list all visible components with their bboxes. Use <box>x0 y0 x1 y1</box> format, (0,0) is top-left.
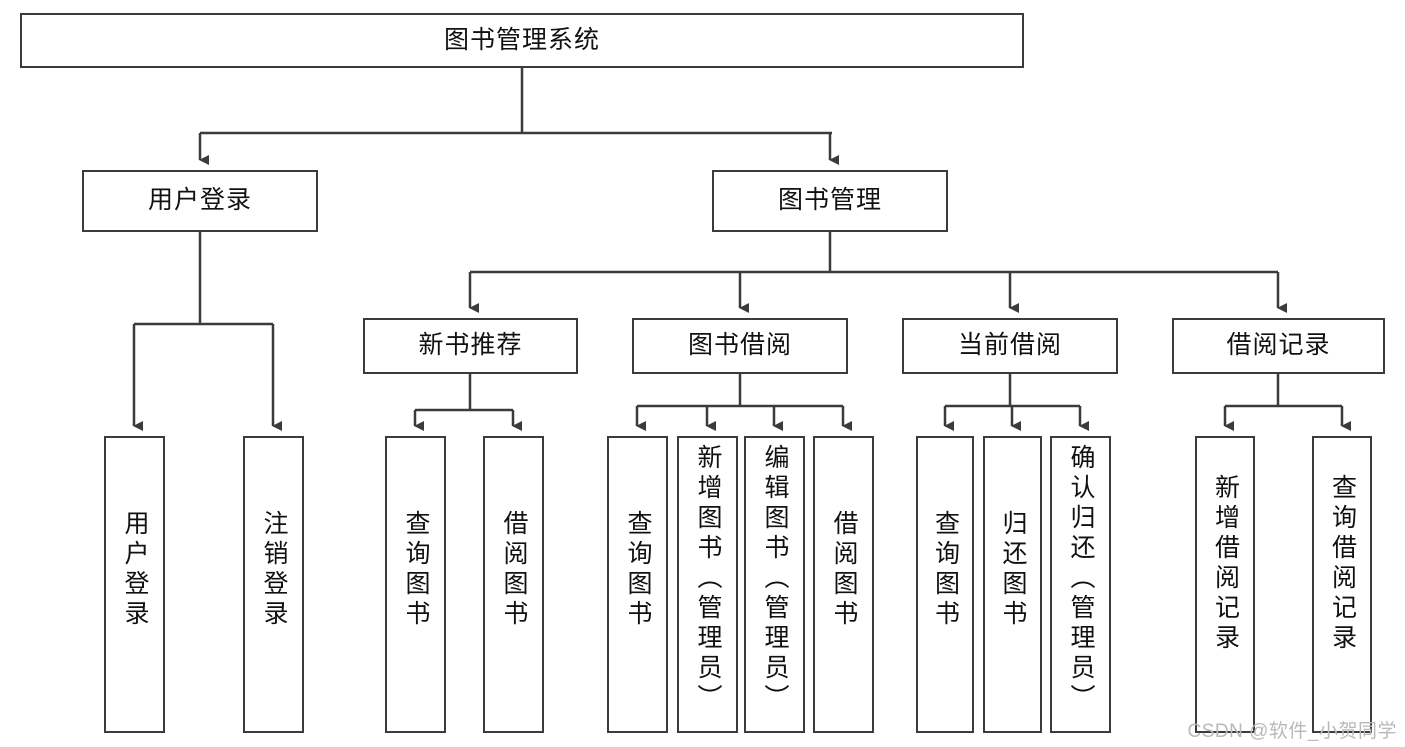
node-label: 借阅记录 <box>1226 331 1331 360</box>
leaf-user-logout[interactable]: 注销登录 <box>243 436 304 733</box>
node-label: 新书推荐 <box>418 331 523 360</box>
node-current-borrow[interactable]: 当前借阅 <box>902 318 1118 374</box>
leaf-edit-book[interactable]: 编辑图书（管理员） <box>744 436 805 733</box>
node-label: 用户登录 <box>121 510 149 630</box>
node-label: 用户登录 <box>147 186 252 215</box>
node-label: 图书借阅 <box>687 331 792 360</box>
leaf-query-book-borrow[interactable]: 查询图书 <box>607 436 668 733</box>
leaf-confirm-return[interactable]: 确认归还（管理员） <box>1050 436 1111 733</box>
leaf-add-borrow-record[interactable]: 新增借阅记录 <box>1195 436 1255 733</box>
node-label: 图书管理系统 <box>443 25 600 54</box>
node-label: 确认归还（管理员） <box>1067 444 1095 714</box>
node-book-manage[interactable]: 图书管理 <box>712 170 948 232</box>
leaf-query-book-recommend[interactable]: 查询图书 <box>385 436 446 733</box>
node-new-book-recommend[interactable]: 新书推荐 <box>363 318 578 374</box>
leaf-query-borrow-record[interactable]: 查询借阅记录 <box>1312 436 1372 733</box>
watermark-text: CSDN @软件_小贺同学 <box>1187 721 1397 742</box>
node-label: 当前借阅 <box>957 331 1062 360</box>
node-label: 注销登录 <box>260 510 288 630</box>
node-label: 图书管理 <box>777 186 882 215</box>
node-label: 查询图书 <box>624 510 652 630</box>
node-book-borrow[interactable]: 图书借阅 <box>632 318 848 374</box>
node-label: 查询图书 <box>931 510 960 630</box>
leaf-user-login[interactable]: 用户登录 <box>104 436 165 733</box>
node-user-login[interactable]: 用户登录 <box>82 170 318 232</box>
node-label: 新增图书（管理员） <box>694 444 722 714</box>
leaf-add-book[interactable]: 新增图书（管理员） <box>677 436 738 733</box>
node-label: 新增借阅记录 <box>1211 474 1240 654</box>
leaf-borrow-book-recommend[interactable]: 借阅图书 <box>483 436 544 733</box>
leaf-return-book[interactable]: 归还图书 <box>983 436 1042 733</box>
node-label: 借阅图书 <box>500 510 528 630</box>
node-label: 编辑图书（管理员） <box>761 444 789 714</box>
node-borrow-record[interactable]: 借阅记录 <box>1172 318 1385 374</box>
leaf-query-book-current[interactable]: 查询图书 <box>916 436 974 733</box>
node-label: 查询图书 <box>402 510 430 630</box>
node-label: 归还图书 <box>999 510 1027 630</box>
leaf-borrow-book-borrow[interactable]: 借阅图书 <box>813 436 874 733</box>
node-label: 查询借阅记录 <box>1328 474 1357 654</box>
node-root-system[interactable]: 图书管理系统 <box>20 13 1024 68</box>
node-label: 借阅图书 <box>830 510 858 630</box>
